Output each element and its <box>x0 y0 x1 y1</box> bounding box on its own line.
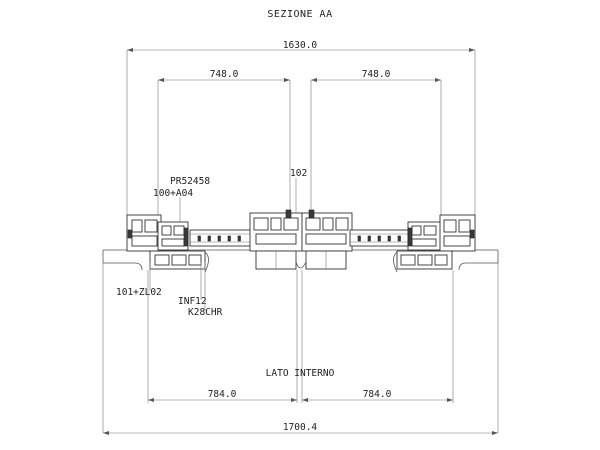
dimension-bottom-total-label: 1700.4 <box>283 422 318 433</box>
dimension-bottom-left <box>148 398 297 402</box>
label-pr52458: PR52458 <box>170 176 210 187</box>
window-section-profile <box>102 209 499 273</box>
dimension-top-total <box>126 48 476 215</box>
dimension-top-total-label: 1630.0 <box>283 40 318 51</box>
label-102: 102 <box>290 168 307 179</box>
drawing-title: SEZIONE AA <box>267 9 332 20</box>
dimension-bottom-left-label: 784.0 <box>208 389 237 400</box>
leader-lines <box>149 178 297 311</box>
label-lato-interno: LATO INTERNO <box>266 368 335 379</box>
label-k28chr: K28CHR <box>188 307 223 318</box>
lower-extension-lines <box>102 263 499 433</box>
dimension-top-left <box>157 78 291 215</box>
dimension-top-left-label: 748.0 <box>210 69 239 80</box>
dimension-bottom-total <box>103 431 498 435</box>
label-inf12: INF12 <box>178 296 207 307</box>
dimension-top-right-label: 748.0 <box>362 69 391 80</box>
dimension-top-right <box>310 78 442 215</box>
label-101-zl02: 101+ZL02 <box>116 287 162 298</box>
dimension-bottom-right <box>302 398 453 402</box>
dimension-bottom-right-label: 784.0 <box>363 389 392 400</box>
label-100-a04: 100+A04 <box>153 188 193 199</box>
